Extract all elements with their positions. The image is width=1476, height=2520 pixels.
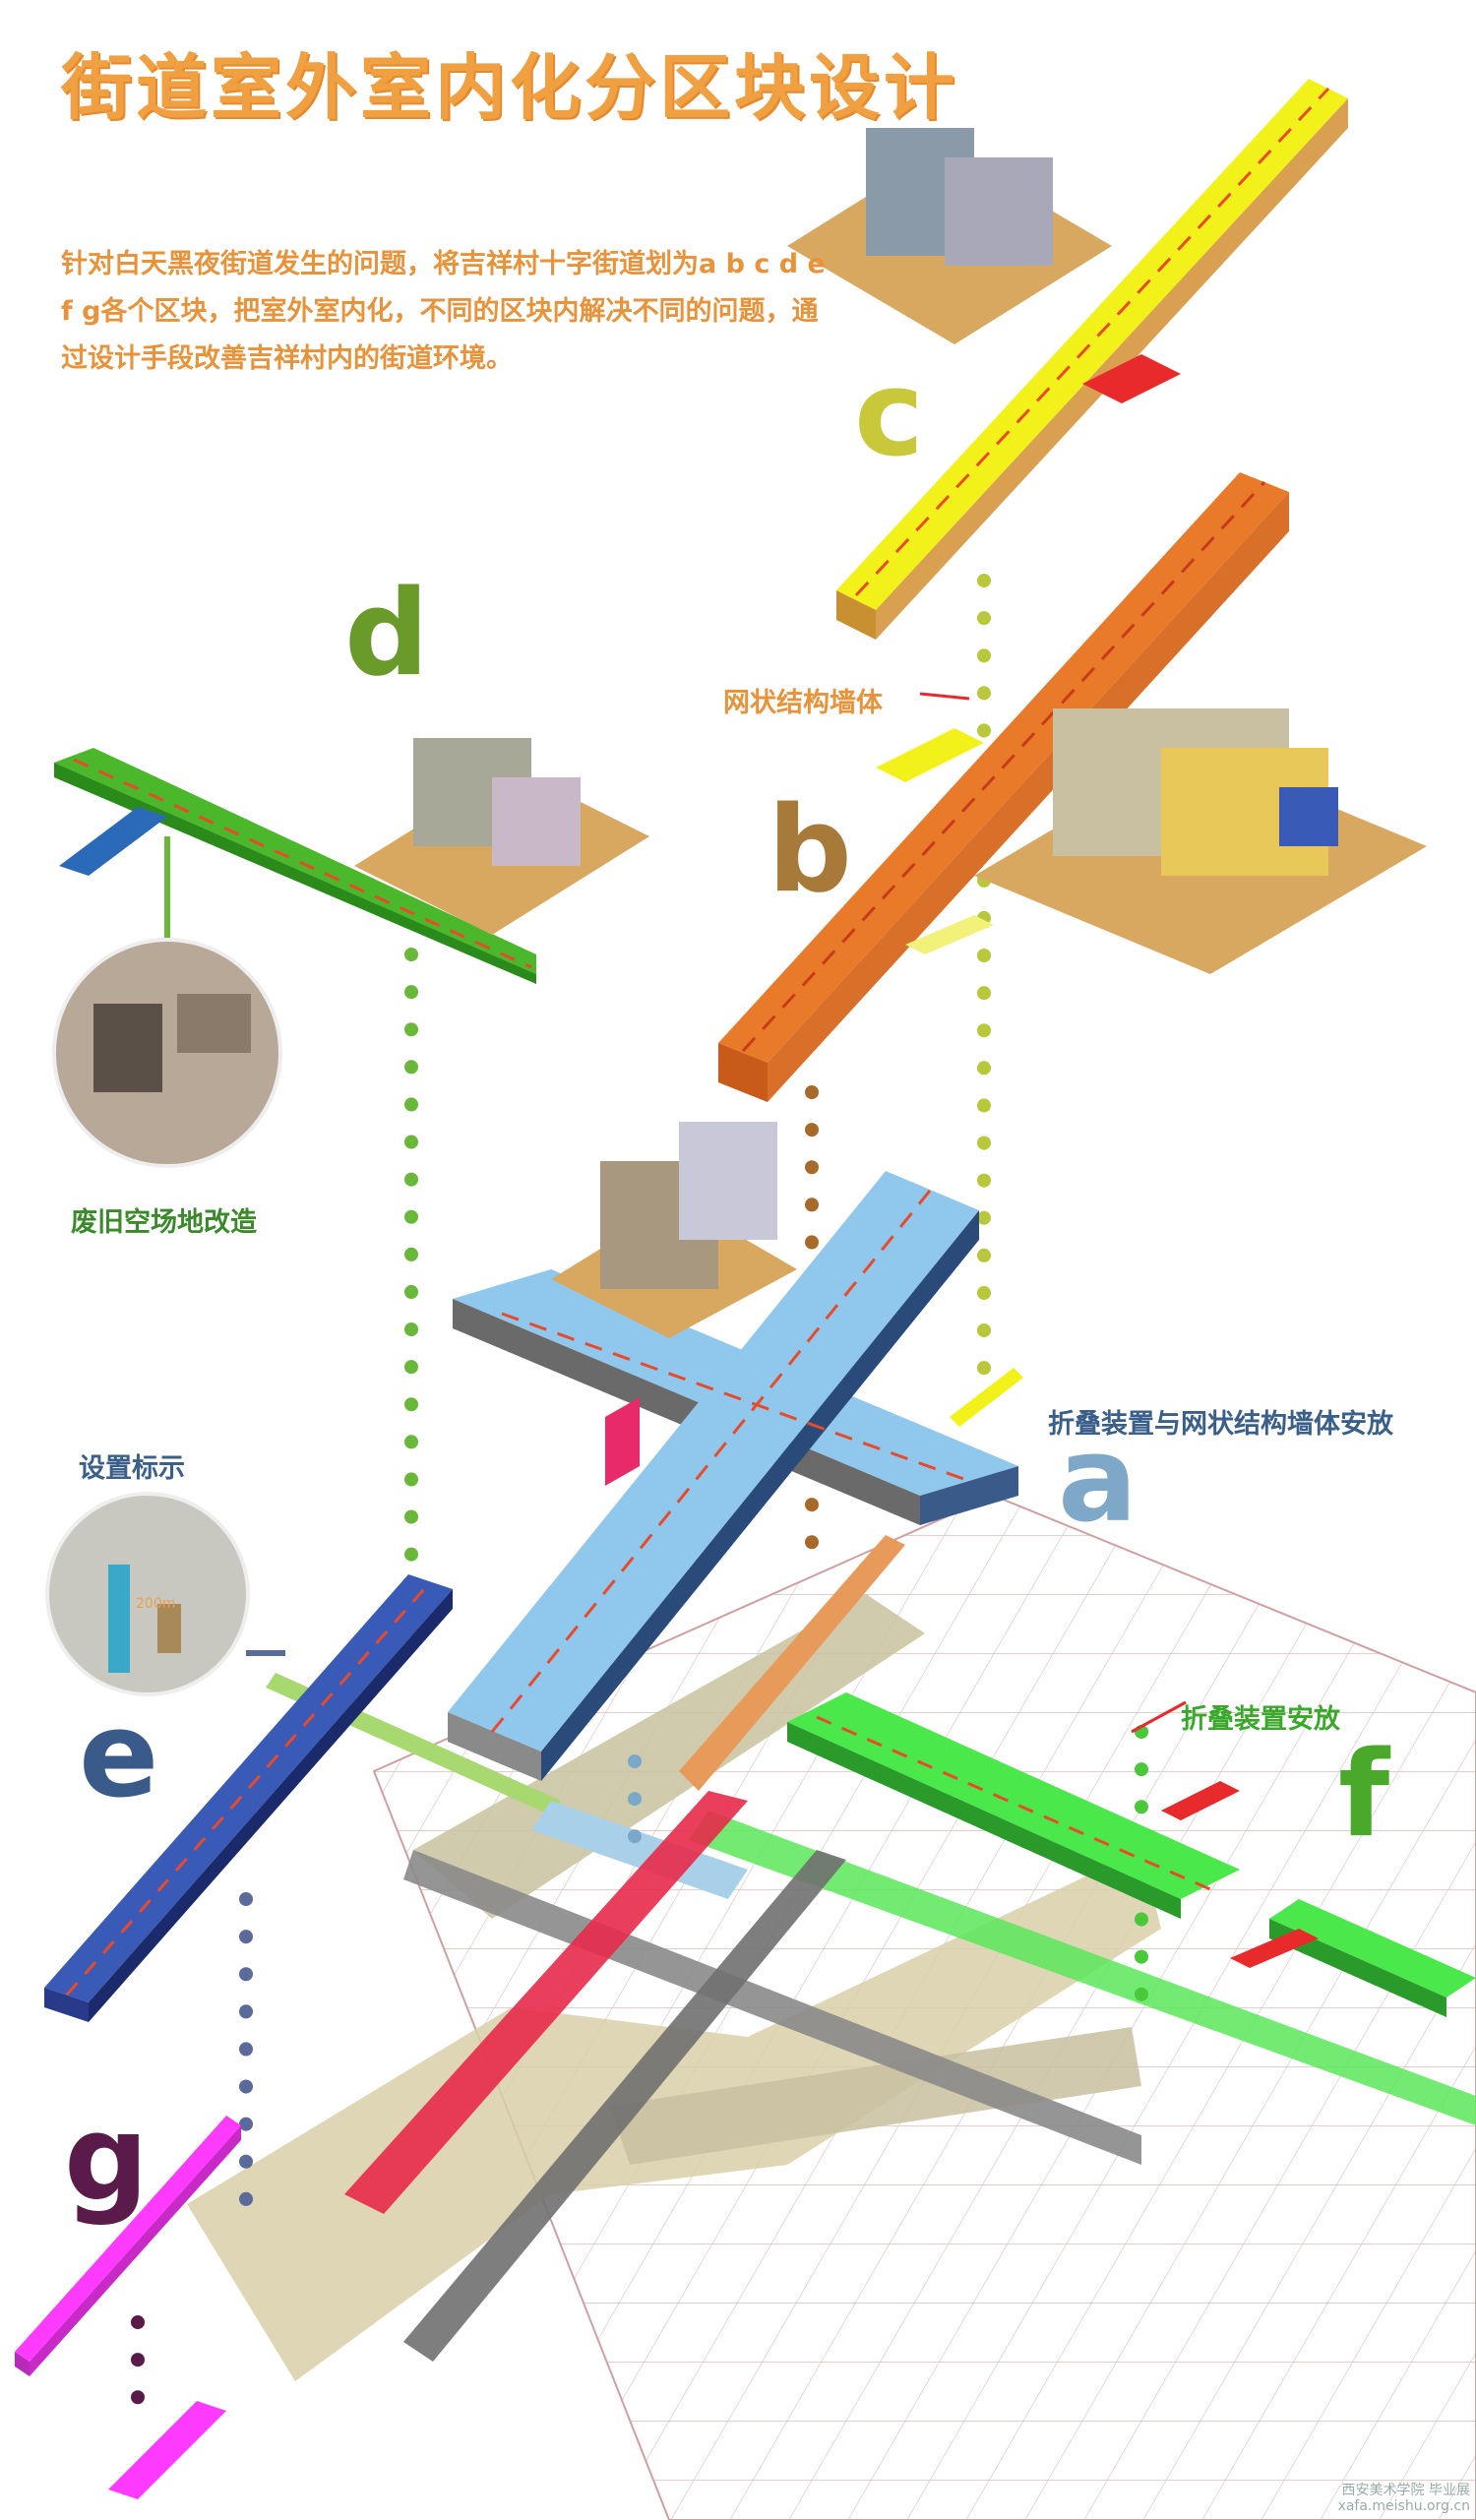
block-f-lime-street xyxy=(787,1692,1476,2017)
block-letter-f: f xyxy=(1338,1727,1390,1864)
leader-lines xyxy=(919,692,1187,1734)
signage-photo-inset xyxy=(45,1492,250,1696)
block-letter-a: a xyxy=(1058,1412,1138,1549)
label-vacant-lot: 废旧空场地改造 xyxy=(71,1207,257,1238)
block-letter-d: d xyxy=(344,566,429,703)
map-building-cluster xyxy=(187,1594,1161,2381)
label-mesh-wall: 网状结构墙体 xyxy=(723,688,883,718)
block-e-navy-street xyxy=(44,1574,453,2022)
vacant-lot-photo-inset xyxy=(52,938,282,1168)
watermark: 西安美术学院 毕业展 xafa.meishu.org.cn xyxy=(1338,2483,1470,2514)
block-c-yellow-street xyxy=(787,79,1348,640)
block-letter-g: g xyxy=(64,2091,149,2228)
map-overlay-streets xyxy=(108,1535,1476,2499)
intro-text: 针对白天黑夜街道发生的问题，将吉祥村十字街道划为a b c d e f g各个区… xyxy=(61,249,826,374)
label-signage: 设置标示 xyxy=(79,1453,185,1484)
block-g-magenta-street xyxy=(15,2116,241,2376)
watermark-line-1: 西安美术学院 毕业展 xyxy=(1341,2483,1470,2498)
watermark-line-2: xafa.meishu.org.cn xyxy=(1337,2498,1470,2514)
block-letter-b: b xyxy=(768,782,852,919)
label-folding-device: 折叠装置安放 xyxy=(1181,1704,1340,1735)
sign-distance-text: 200m xyxy=(136,1596,176,1612)
label-folding-and-mesh: 折叠装置与网状结构墙体安放 xyxy=(1048,1409,1393,1440)
block-letter-c: c xyxy=(854,346,925,483)
page-title: 街道室外室内化分区块设计 xyxy=(61,46,959,129)
block-b-orange-street xyxy=(718,472,1427,1102)
block-a-blue-cross-street xyxy=(448,1122,1023,1781)
block-d-green-street xyxy=(54,738,649,984)
block-letter-e: e xyxy=(79,1688,159,1824)
